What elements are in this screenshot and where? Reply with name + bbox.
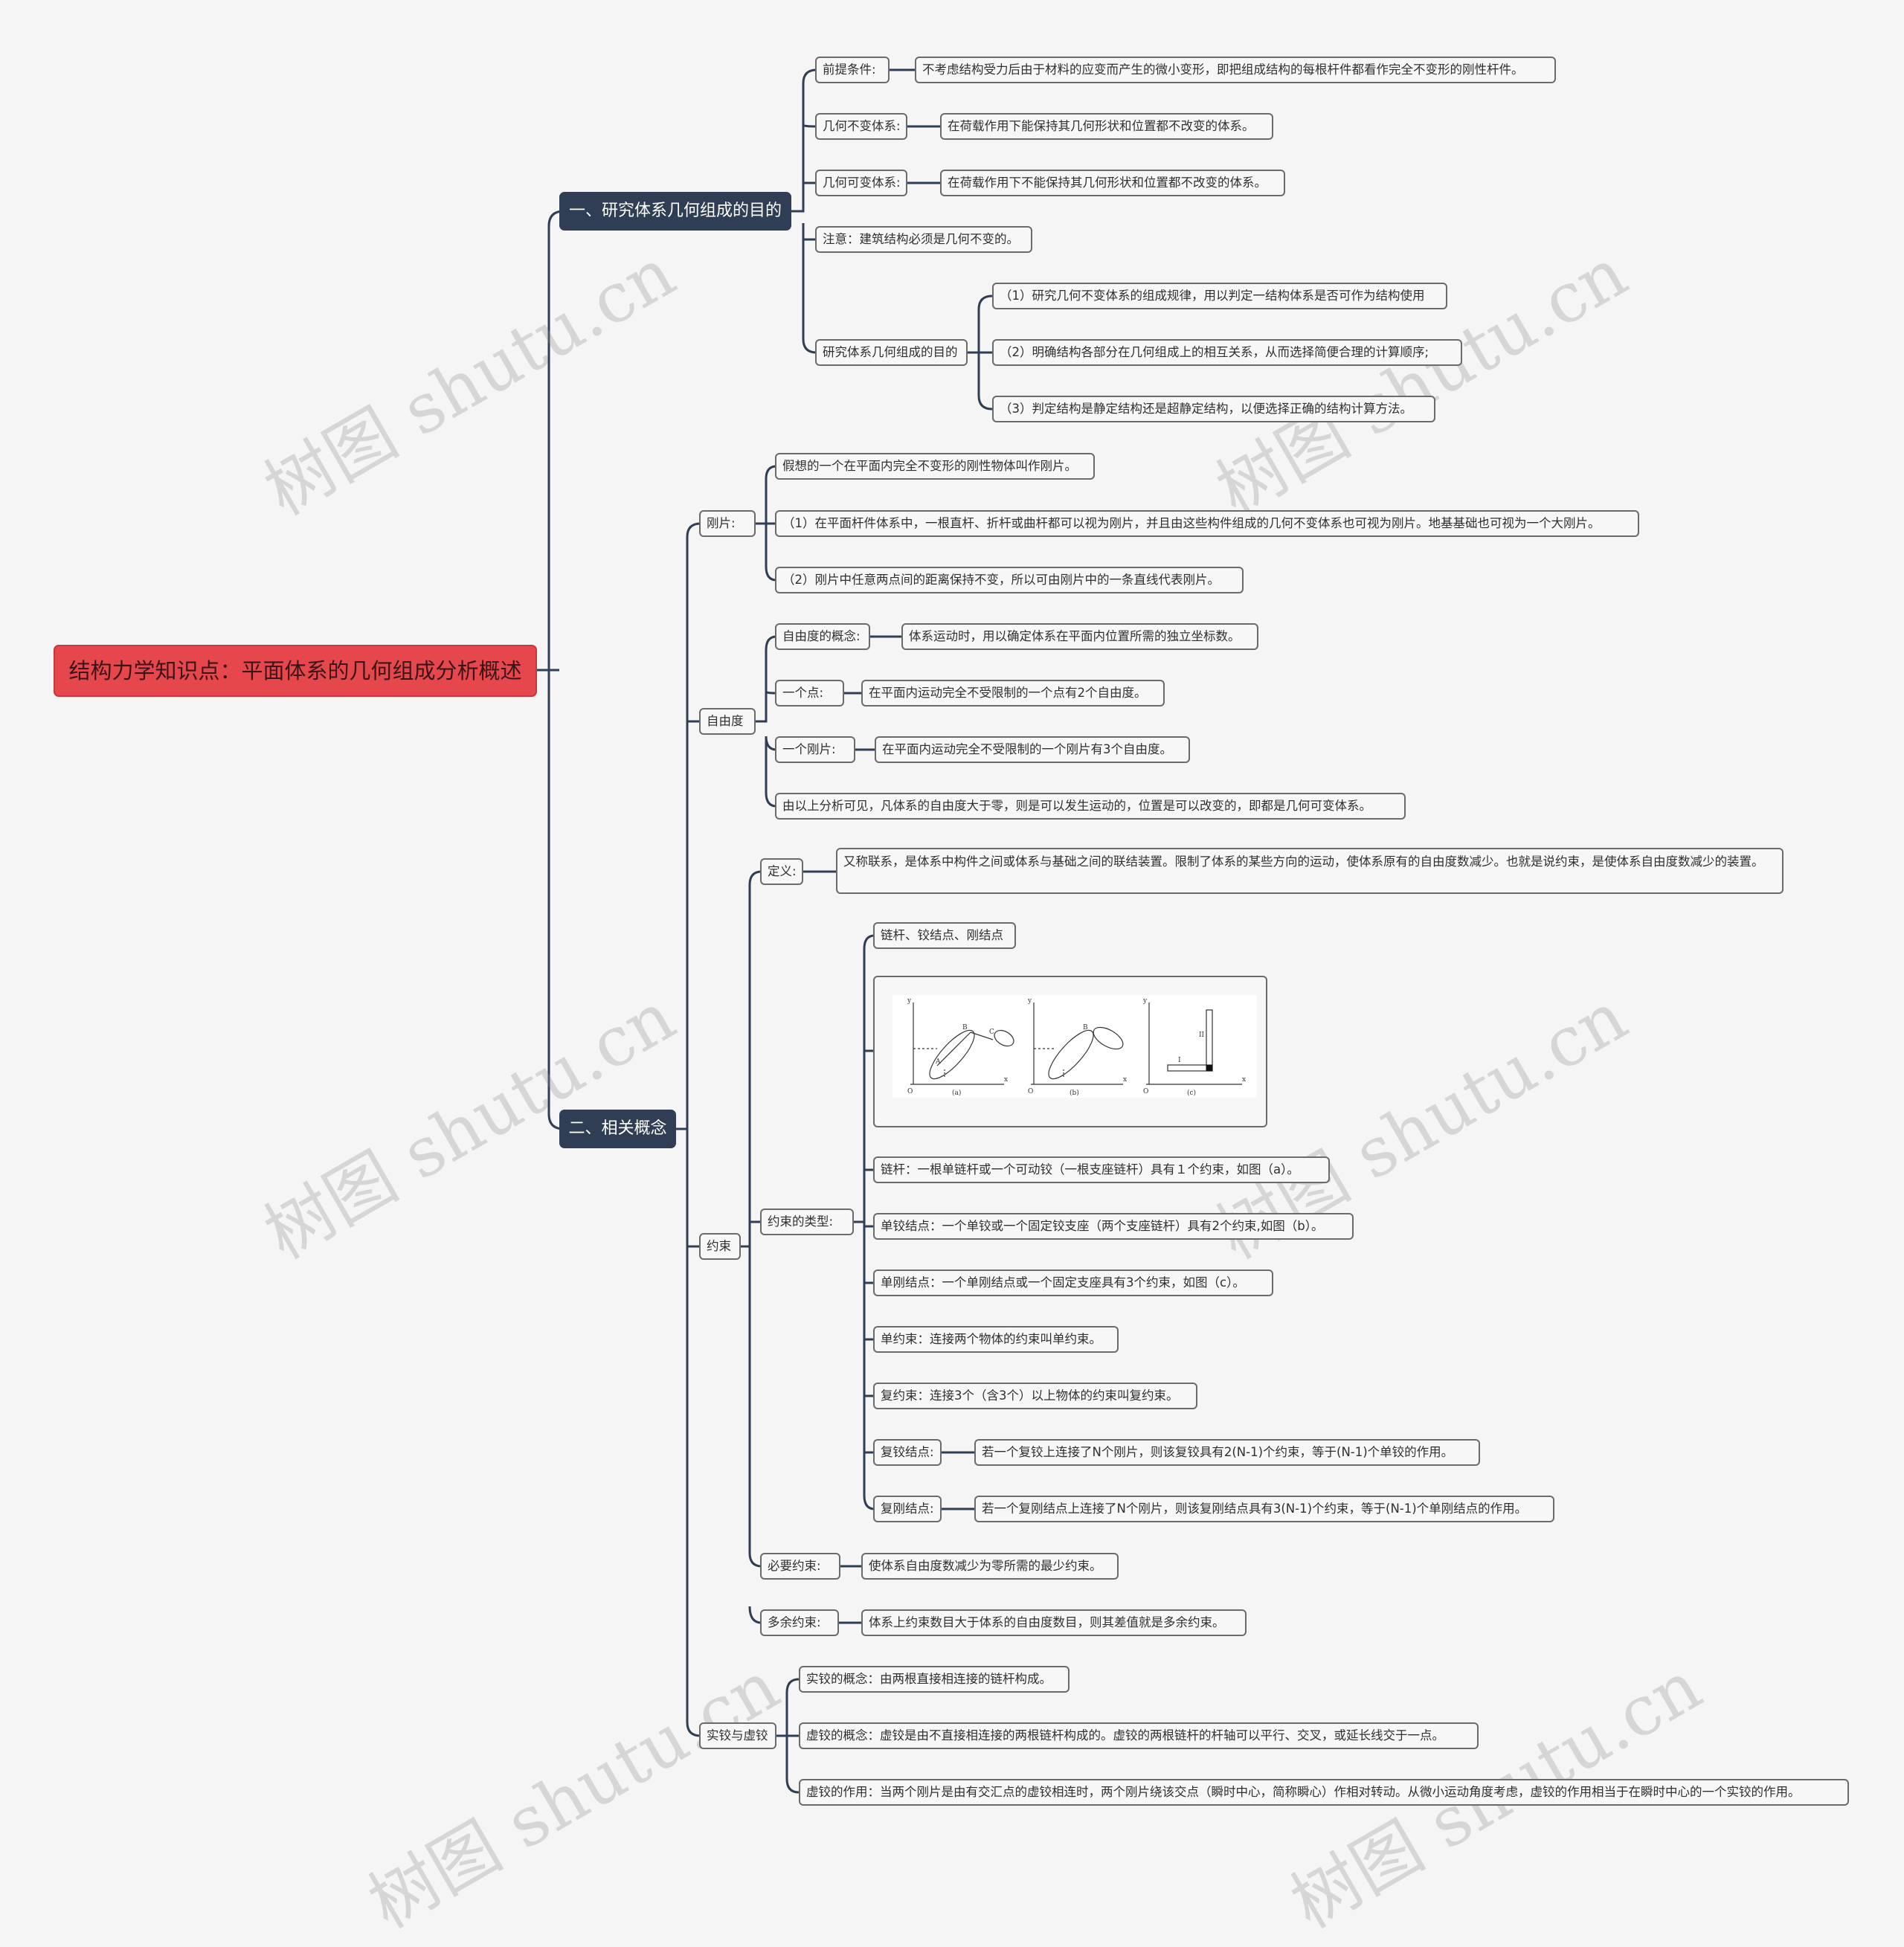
axis-label: y	[1027, 997, 1032, 1005]
multi-rigid-label[interactable]: 复刚结点:	[873, 1496, 942, 1522]
connector-lines	[537, 68, 993, 1794]
single-hinge-constraint[interactable]: 单铰结点：一个单铰或一个固定铰支座（两个支座链杆）具有2个约束,如图（b）。	[873, 1213, 1354, 1240]
point-label[interactable]: 一个点:	[775, 680, 844, 707]
multi-hinge-text[interactable]: 若一个复铰上连接了N个刚片，则该复铰具有2(N-1)个约束，等于(N-1)个单铰…	[974, 1439, 1480, 1466]
premise-label[interactable]: 前提条件:	[815, 57, 890, 83]
member-label: II	[1199, 1032, 1205, 1039]
constraint-label[interactable]: 约束	[699, 1233, 741, 1260]
purpose-label[interactable]: 研究体系几何组成的目的	[815, 339, 968, 366]
root-topic[interactable]: 结构力学知识点：平面体系的几何组成分析概述	[54, 645, 537, 697]
constraint-types-label[interactable]: 约束的类型:	[760, 1209, 854, 1235]
single-constraint[interactable]: 单约束：连接两个物体的约束叫单约束。	[873, 1326, 1119, 1353]
dof-summary[interactable]: 由以上分析可见，凡体系的自由度大于零，则是可以发生运动的，位置是可以改变的，即都…	[775, 793, 1406, 820]
necessary-constraint-text[interactable]: 使体系自由度数减少为零所需的最少约束。	[861, 1553, 1119, 1580]
multi-rigid-text[interactable]: 若一个复刚结点上连接了N个刚片，则该复刚结点具有3(N-1)个约束，等于(N-1…	[974, 1496, 1554, 1522]
dof-label[interactable]: 自由度	[699, 708, 756, 735]
figure-caption: (b)	[1070, 1089, 1079, 1097]
hinge-item[interactable]: 虚铰的作用：当两个刚片是由有交汇点的虚铰相连时，两个刚片绕该交点（瞬时中心，简称…	[799, 1779, 1849, 1806]
redundant-constraint-label[interactable]: 多余约束:	[760, 1609, 839, 1636]
link-constraint[interactable]: 链杆：一根单链杆或一个可动铰（一根支座链杆）具有１个约束，如图（a）。	[873, 1156, 1330, 1183]
point-label: A	[935, 1058, 941, 1066]
rigid-item[interactable]: （1）在平面杆件体系中，一根直杆、折杆或曲杆都可以视为刚片，并且由这些构件组成的…	[775, 510, 1639, 537]
point-label: B	[962, 1024, 968, 1032]
figure-caption: (a)	[952, 1089, 961, 1097]
invariant-label[interactable]: 几何不变体系:	[815, 113, 907, 140]
member-label: I	[1178, 1057, 1181, 1064]
definition-label[interactable]: 定义:	[760, 858, 803, 885]
constraint-kinds[interactable]: 链杆、铰结点、刚结点	[873, 922, 1016, 949]
axis-label: x	[1123, 1076, 1127, 1084]
branch-research-purpose[interactable]: 一、研究体系几何组成的目的	[559, 192, 791, 231]
constraint-diagram: y x O B C A y x O B y x O I II (a) (b) (…	[892, 995, 1257, 1098]
real-virtual-hinge-label[interactable]: 实铰与虚铰	[699, 1722, 776, 1749]
multi-constraint[interactable]: 复约束：连接3个（含3个）以上物体的约束叫复约束。	[873, 1383, 1197, 1409]
axis-label: y	[907, 997, 912, 1005]
dof-concept-text[interactable]: 体系运动时，用以确定体系在平面内位置所需的独立坐标数。	[901, 623, 1258, 650]
point-label: C	[989, 1029, 994, 1036]
purpose-item[interactable]: （3）判定结构是静定结构还是超静定结构，以便选择正确的结构计算方法。	[992, 396, 1435, 422]
origin-label: O	[1143, 1088, 1148, 1095]
branch-related-concepts[interactable]: 二、相关概念	[559, 1110, 676, 1148]
multi-hinge-label[interactable]: 复铰结点:	[873, 1439, 942, 1466]
redundant-constraint-text[interactable]: 体系上约束数目大于体系的自由度数目，则其差值就是多余约束。	[861, 1609, 1247, 1636]
rigid-item[interactable]: （2）刚片中任意两点间的距离保持不变，所以可由刚片中的一条直线代表刚片。	[775, 567, 1244, 593]
invariant-text[interactable]: 在荷载作用下能保持其几何形状和位置都不改变的体系。	[940, 113, 1273, 140]
origin-label: O	[1028, 1088, 1033, 1095]
definition-text[interactable]: 又称联系，是体系中构件之间或体系与基础之间的联结装置。限制了体系的某些方向的运动…	[836, 848, 1784, 894]
variant-text[interactable]: 在荷载作用下不能保持其几何形状和位置都不改变的体系。	[940, 170, 1285, 196]
axis-label: x	[1242, 1076, 1246, 1084]
point-text[interactable]: 在平面内运动完全不受限制的一个点有2个自由度。	[861, 680, 1165, 707]
rigid-dof-label[interactable]: 一个刚片:	[775, 736, 855, 763]
axis-label: y	[1142, 997, 1148, 1005]
rigid-label[interactable]: 刚片:	[699, 510, 756, 537]
purpose-item[interactable]: （1）研究几何不变体系的组成规律，用以判定一结构体系是否可作为结构使用	[992, 283, 1447, 309]
dof-concept-label[interactable]: 自由度的概念:	[775, 623, 870, 650]
rigid-item[interactable]: 假想的一个在平面内完全不变形的刚性物体叫作刚片。	[775, 453, 1095, 480]
figure-caption: (c)	[1187, 1089, 1196, 1097]
origin-label: O	[907, 1088, 913, 1095]
necessary-constraint-label[interactable]: 必要约束:	[760, 1553, 840, 1580]
premise-text[interactable]: 不考虑结构受力后由于材料的应变而产生的微小变形，即把组成结构的每根杆件都看作完全…	[915, 57, 1556, 83]
note-text[interactable]: 注意：建筑结构必须是几何不变的。	[815, 226, 1032, 253]
constraint-figure: y x O B C A y x O B y x O I II (a) (b) (…	[873, 976, 1267, 1127]
point-label: B	[1083, 1024, 1088, 1032]
hinge-item[interactable]: 虚铰的概念：虚铰是由不直接相连接的两根链杆构成的。虚铰的两根链杆的杆轴可以平行、…	[799, 1722, 1479, 1749]
purpose-item[interactable]: （2）明确结构各部分在几何组成上的相互关系，从而选择简便合理的计算顺序;	[992, 339, 1462, 366]
axis-label: x	[1004, 1076, 1008, 1084]
variant-label[interactable]: 几何可变体系:	[815, 170, 907, 196]
single-rigid-constraint[interactable]: 单刚结点：一个单刚结点或一个固定支座具有3个约束，如图（c）。	[873, 1269, 1273, 1296]
rigid-dof-text[interactable]: 在平面内运动完全不受限制的一个刚片有3个自由度。	[875, 736, 1190, 763]
hinge-item[interactable]: 实铰的概念：由两根直接相连接的链杆构成。	[799, 1666, 1070, 1693]
